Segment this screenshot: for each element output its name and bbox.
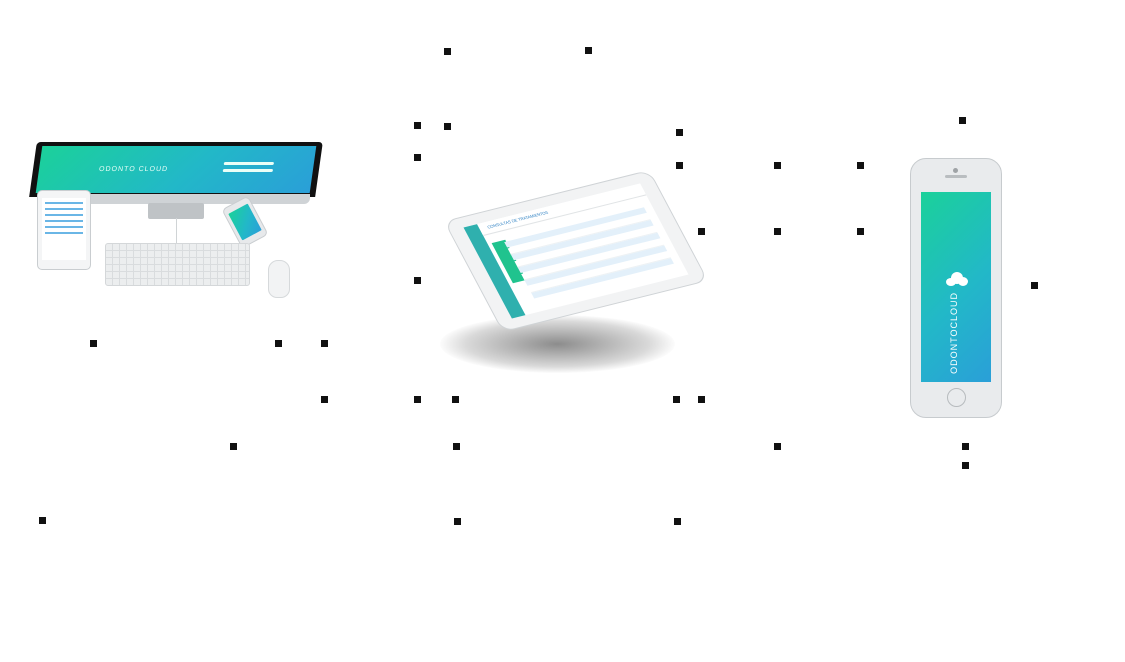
placeholder-dot xyxy=(230,443,237,450)
placeholder-dot xyxy=(674,518,681,525)
placeholder-dot xyxy=(414,122,421,129)
placeholder-dot xyxy=(444,48,451,55)
keyboard-cable xyxy=(176,218,177,244)
imac-display: ODONTO CLOUD xyxy=(35,146,317,193)
small-tablet xyxy=(37,190,91,270)
small-tablet-screen xyxy=(42,198,86,260)
tablet-screen: CONSULTAS DE TRATAMIENTOS xyxy=(463,183,689,319)
phone-camera xyxy=(953,168,958,173)
placeholder-dot xyxy=(414,396,421,403)
cloud-icon xyxy=(946,272,968,286)
placeholder-dot xyxy=(774,162,781,169)
placeholder-dot xyxy=(1031,282,1038,289)
phone-speaker xyxy=(945,175,967,178)
phone-splash-screen: ODONTOCLOUD xyxy=(921,192,991,382)
placeholder-dot xyxy=(962,462,969,469)
placeholder-dot xyxy=(673,396,680,403)
mouse xyxy=(268,260,290,298)
phone-brand-text: ODONTOCLOUD xyxy=(949,292,959,374)
keyboard xyxy=(105,243,250,286)
placeholder-dot xyxy=(414,154,421,161)
placeholder-dot xyxy=(676,129,683,136)
placeholder-dot xyxy=(698,228,705,235)
placeholder-dot xyxy=(275,340,282,347)
placeholder-dot xyxy=(857,228,864,235)
placeholder-dot xyxy=(39,517,46,524)
home-button xyxy=(947,388,966,407)
imac-screen: ODONTO CLOUD xyxy=(29,142,323,197)
placeholder-dot xyxy=(321,396,328,403)
tablet-shadow xyxy=(440,315,675,373)
placeholder-dot xyxy=(698,396,705,403)
placeholder-dot xyxy=(414,277,421,284)
placeholder-dot xyxy=(959,117,966,124)
placeholder-dot xyxy=(857,162,864,169)
placeholder-dot xyxy=(453,443,460,450)
placeholder-dot xyxy=(444,123,451,130)
placeholder-dot xyxy=(454,518,461,525)
tablet-mockup: CONSULTAS DE TRATAMIENTOS xyxy=(443,169,709,333)
placeholder-dot xyxy=(452,396,459,403)
small-phone-screen xyxy=(228,203,262,241)
placeholder-dot xyxy=(676,162,683,169)
imac-chin xyxy=(42,194,310,204)
placeholder-dot xyxy=(90,340,97,347)
placeholder-dot xyxy=(774,443,781,450)
placeholder-dot xyxy=(962,443,969,450)
placeholder-dot xyxy=(774,228,781,235)
phone-mockup: ODONTOCLOUD xyxy=(910,158,1002,418)
placeholder-dot xyxy=(585,47,592,54)
imac-brand-text: ODONTO CLOUD xyxy=(98,166,169,173)
imac-stand xyxy=(148,203,204,219)
login-form-preview xyxy=(222,162,275,178)
placeholder-dot xyxy=(321,340,328,347)
